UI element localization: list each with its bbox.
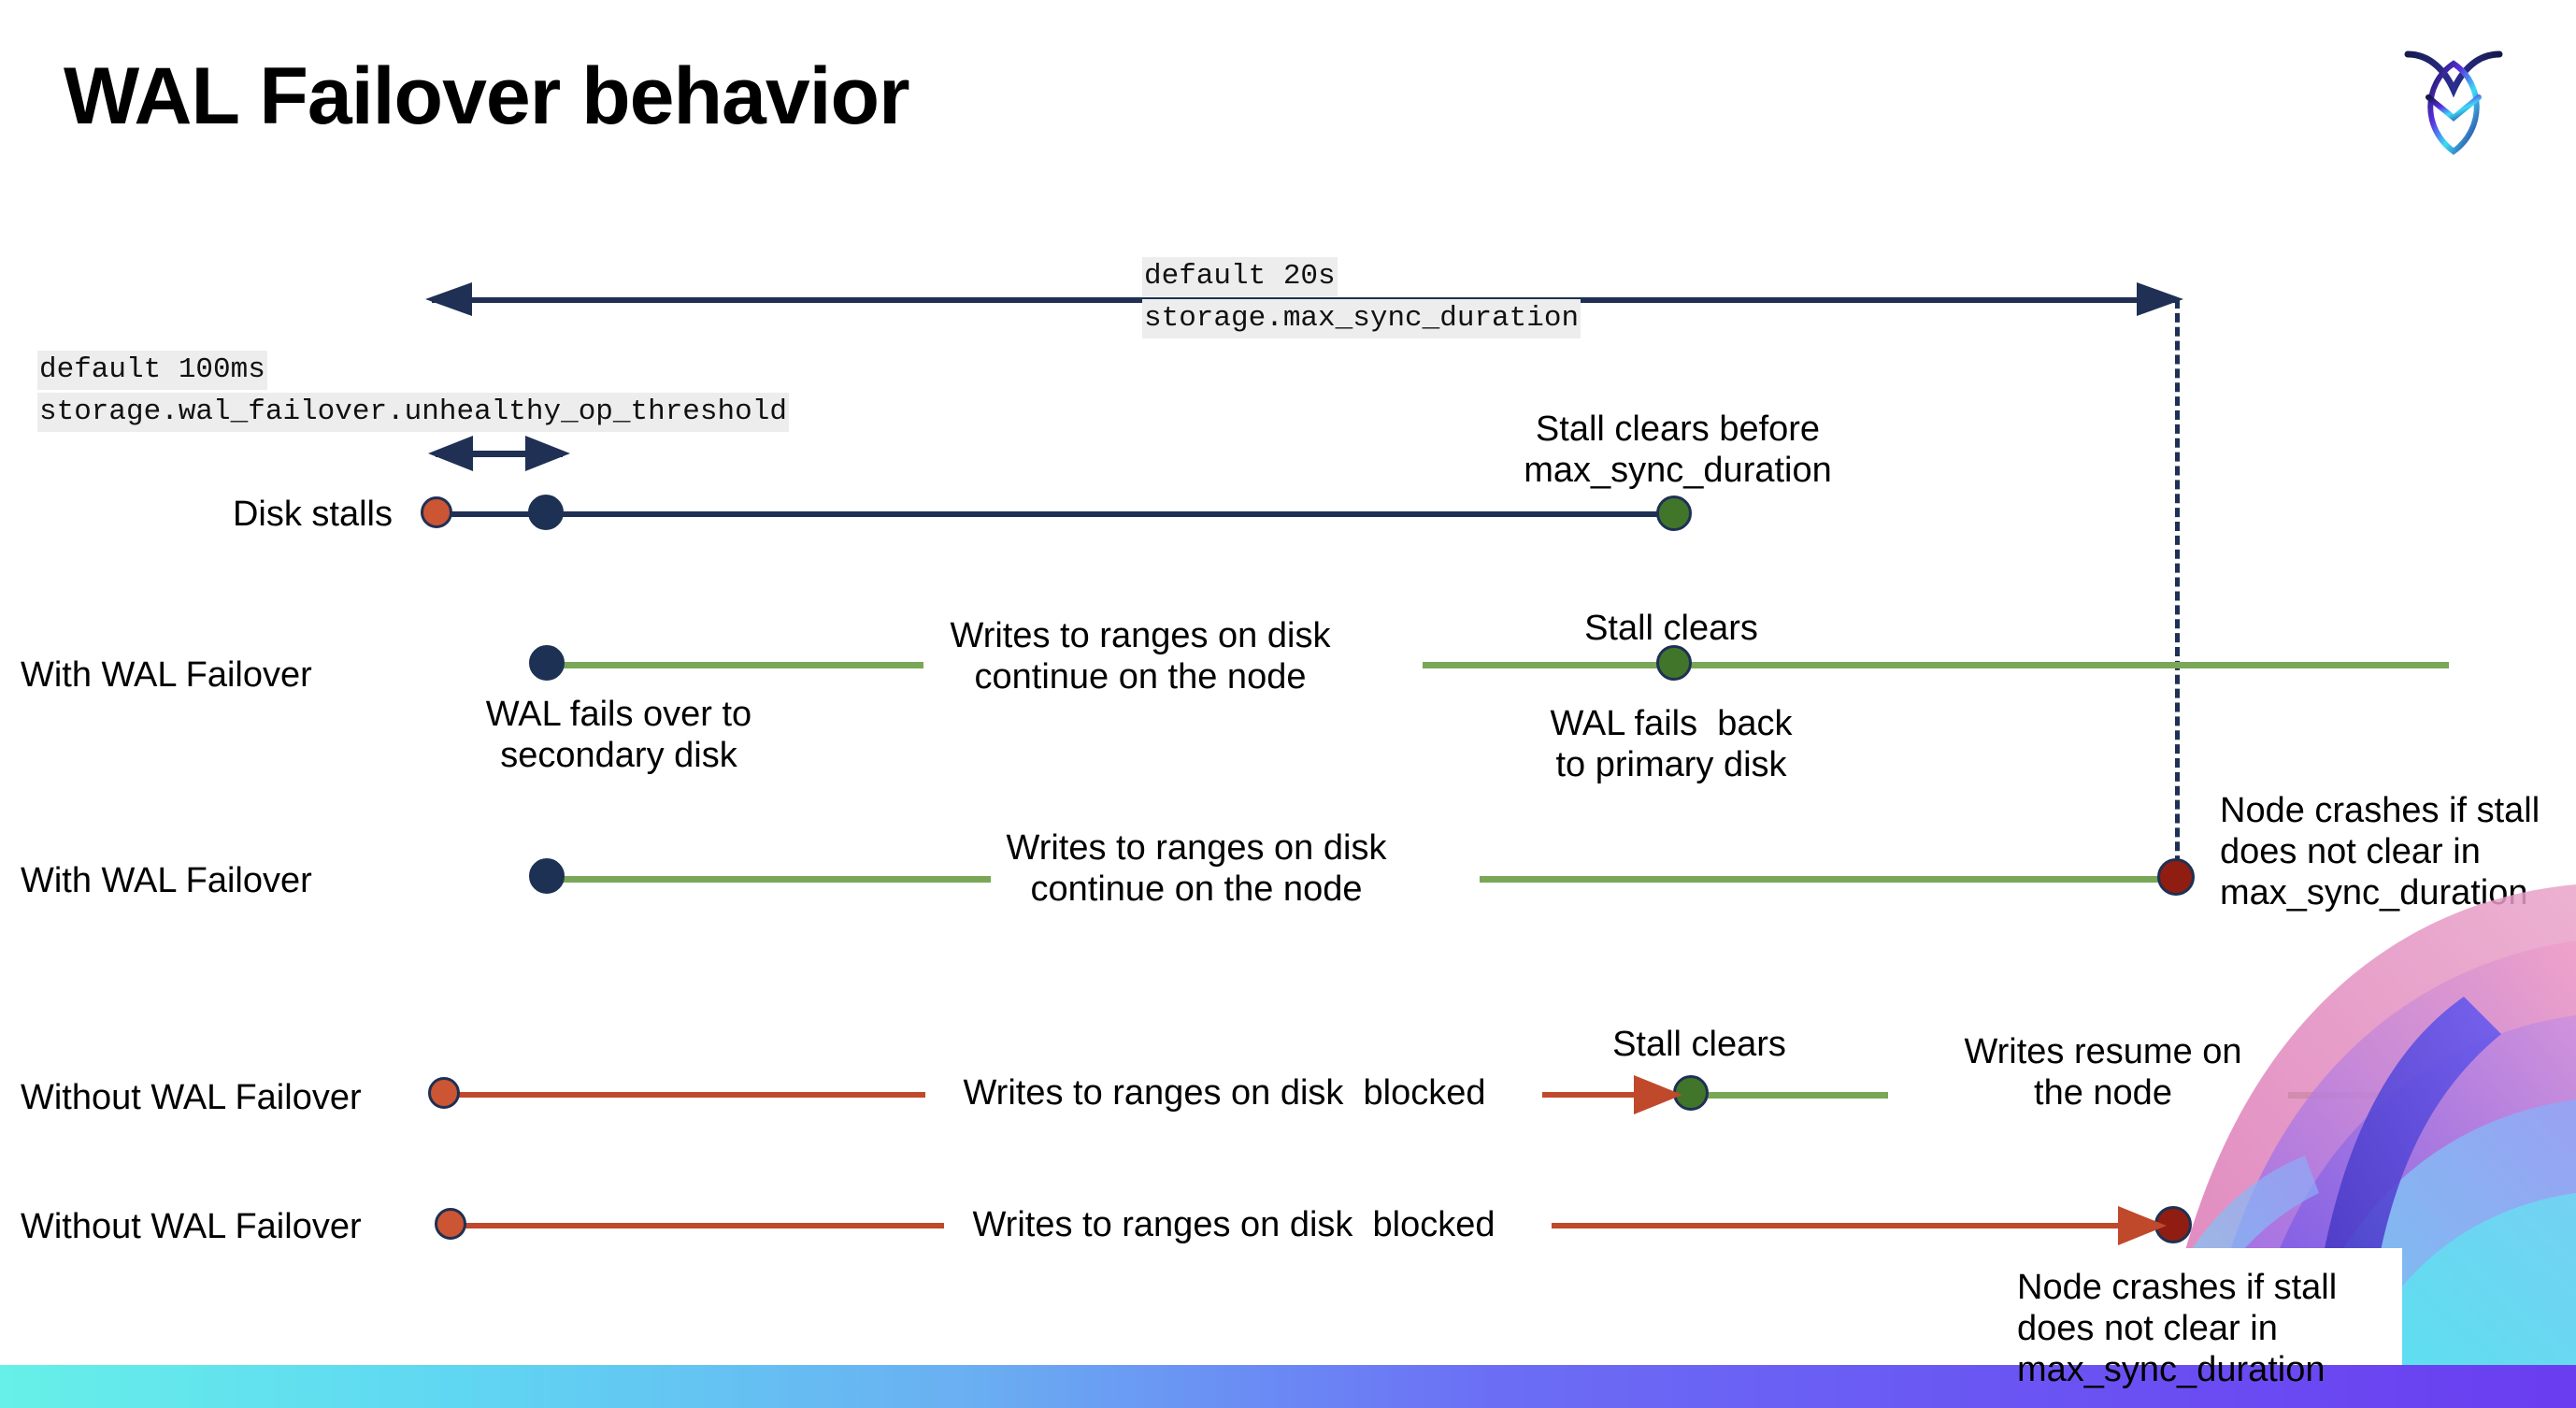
max-sync-duration-default-label: default 20s	[1142, 257, 1338, 296]
page-title: WAL Failover behavior	[64, 51, 910, 141]
without-wal-failover-1-clear-dot	[1673, 1075, 1709, 1111]
with-wal-failover-1-rail-right	[1423, 662, 2449, 668]
row-label-with-wal-failover-1: With WAL Failover	[21, 655, 312, 695]
disk-stalls-rail	[439, 511, 1673, 517]
with-wal-failover-1-failover-dot	[529, 645, 565, 681]
without-wal-failover-1-rail-mid	[1542, 1092, 1668, 1098]
unhealthy-op-threshold-setting-label: storage.wal_failover.unhealthy_op_thresh…	[37, 393, 789, 432]
row-label-without-wal-failover-2: Without WAL Failover	[21, 1207, 362, 1246]
callout-writes-continue-2: Writes to ranges on disk continue on the…	[1006, 828, 1387, 910]
callout-writes-resume: Writes resume on the node	[1964, 1032, 2242, 1113]
callout-stall-clears-before-max-sync: Stall clears before max_sync_duration	[1524, 409, 1832, 491]
with-wal-failover-2-rail-right	[1480, 876, 2175, 883]
disk-stalls-start-dot	[421, 496, 452, 528]
without-wal-failover-1-start-dot	[428, 1077, 460, 1109]
row-label-with-wal-failover-2: With WAL Failover	[21, 861, 312, 900]
with-wal-failover-1-rail-left	[542, 662, 923, 668]
unhealthy-op-threshold-default-label: default 100ms	[37, 351, 267, 390]
without-wal-failover-2-rail-right	[1552, 1223, 2159, 1228]
with-wal-failover-2-failover-dot	[529, 858, 565, 894]
without-wal-failover-2-rail-left	[458, 1223, 944, 1228]
disk-stalls-failover-dot	[528, 495, 564, 530]
row-label-without-wal-failover-1: Without WAL Failover	[21, 1078, 362, 1117]
with-wal-failover-1-clear-dot	[1656, 645, 1692, 681]
bottom-gradient-bar	[0, 1365, 2576, 1408]
callout-wal-fails-over-secondary: WAL fails over to secondary disk	[485, 695, 752, 776]
max-sync-duration-deadline-guide	[2175, 299, 2180, 879]
row-label-disk-stalls: Disk stalls	[232, 495, 393, 534]
without-wal-failover-2-start-dot	[435, 1208, 466, 1240]
with-wal-failover-2-crash-dot	[2157, 858, 2195, 896]
callout-writes-blocked-1: Writes to ranges on disk blocked	[963, 1073, 1486, 1113]
callout-writes-continue-1: Writes to ranges on disk continue on the…	[950, 616, 1331, 697]
disk-stalls-clear-dot	[1656, 496, 1692, 531]
callout-wal-fails-back-primary: WAL fails back to primary disk	[1550, 704, 1793, 785]
without-wal-failover-2-crash-dot	[2154, 1206, 2192, 1243]
cockroachdb-logo-icon	[2404, 50, 2503, 155]
callout-node-crashes-2: Node crashes if stall does not clear in …	[2017, 1268, 2338, 1390]
callout-stall-clears-2: Stall clears	[1612, 1025, 1786, 1064]
callout-stall-clears-1: Stall clears	[1584, 609, 1758, 648]
without-wal-failover-1-rail-left	[453, 1092, 925, 1098]
without-wal-failover-1-rail-far-right	[2288, 1092, 2447, 1099]
with-wal-failover-2-rail-left	[542, 876, 991, 883]
without-wal-failover-1-rail-right	[1701, 1092, 1888, 1099]
unhealthy-op-threshold-span-rail	[436, 451, 563, 457]
max-sync-duration-setting-label: storage.max_sync_duration	[1142, 299, 1581, 338]
callout-node-crashes-1: Node crashes if stall does not clear in …	[2220, 791, 2540, 913]
callout-writes-blocked-2: Writes to ranges on disk blocked	[972, 1205, 1496, 1244]
